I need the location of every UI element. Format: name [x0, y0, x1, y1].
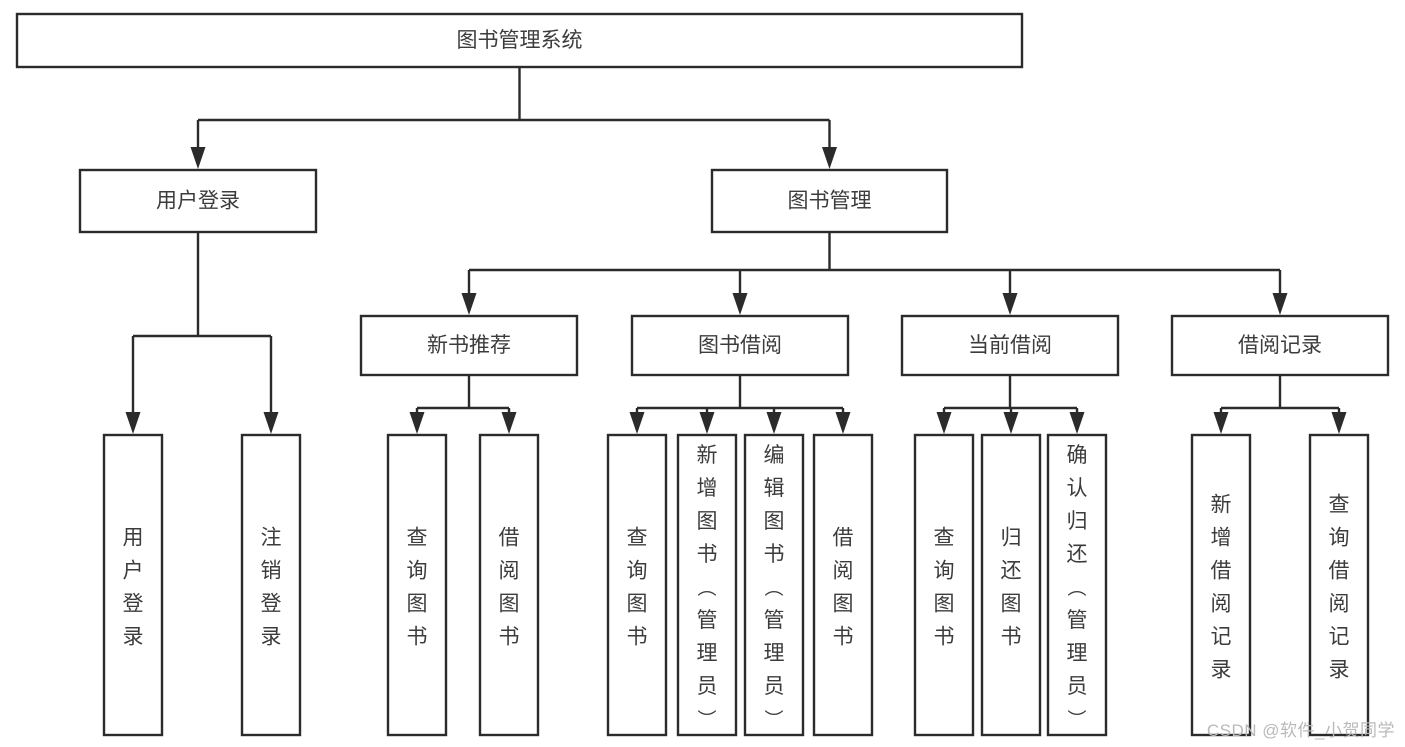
connector-borrow-record [1213, 375, 1347, 434]
arrow-head-icon [822, 147, 837, 169]
node-leaf-query-record[interactable]: 查询借阅记录 [1308, 433, 1370, 737]
connector-book-manage [461, 232, 1288, 315]
node-label: 查询图书 [934, 527, 955, 649]
node-label: 用户登录 [156, 190, 240, 213]
node-leaf-add-record[interactable]: 新增借阅记录 [1190, 433, 1252, 737]
node-label: 注销登录 [261, 527, 282, 649]
arrow-head-icon [699, 412, 715, 434]
node-box[interactable] [1190, 433, 1252, 737]
connector-root [190, 67, 837, 169]
node-borrow-record[interactable]: 借阅记录 [1170, 314, 1390, 377]
node-box[interactable] [1046, 433, 1108, 737]
node-box[interactable] [15, 12, 1024, 69]
node-label: 图书管理 [788, 190, 872, 213]
node-leaf-edit-book[interactable]: 编辑图书︵管理员︶ [743, 433, 805, 737]
node-label: 用户登录 [123, 527, 144, 649]
node-layer: 图书管理系统用户登录图书管理新书推荐图书借阅当前借阅借阅记录用户登录注销登录查询… [15, 12, 1390, 737]
node-box[interactable] [240, 433, 302, 737]
node-box[interactable] [630, 314, 850, 377]
arrow-head-icon [501, 412, 517, 434]
node-box[interactable] [1308, 433, 1370, 737]
node-box[interactable] [102, 433, 164, 737]
node-leaf-query-book-bb[interactable]: 查询图书 [606, 433, 668, 737]
arrow-head-icon [629, 412, 645, 434]
arrow-head-icon [1002, 293, 1018, 315]
node-label: 查询图书 [627, 527, 648, 649]
node-label: 借阅图书 [499, 527, 520, 649]
node-leaf-return-book[interactable]: 归还图书 [980, 433, 1042, 737]
arrow-head-icon [190, 147, 206, 169]
node-label: 当前借阅 [968, 334, 1052, 357]
node-label: 查询借阅记录 [1329, 494, 1350, 682]
node-label: 编辑图书︵管理员︶ [764, 444, 785, 731]
node-leaf-user-login[interactable]: 用户登录 [102, 433, 164, 737]
node-label: 借阅记录 [1238, 334, 1322, 357]
node-leaf-confirm-return[interactable]: 确认归还︵管理员︶ [1046, 433, 1108, 737]
node-box[interactable] [676, 433, 738, 737]
node-label: 新增借阅记录 [1211, 494, 1232, 682]
node-box[interactable] [812, 433, 874, 737]
node-box[interactable] [743, 433, 805, 737]
connector-user-login [125, 232, 279, 434]
connector-new-book-rec [409, 375, 517, 434]
node-label: 图书管理系统 [457, 29, 583, 52]
node-leaf-logout[interactable]: 注销登录 [240, 433, 302, 737]
node-leaf-add-book[interactable]: 新增图书︵管理员︶ [676, 433, 738, 737]
arrow-head-icon [1069, 412, 1085, 434]
node-book-manage[interactable]: 图书管理 [710, 168, 949, 234]
node-label: 新增图书︵管理员︶ [697, 444, 718, 731]
node-box[interactable] [478, 433, 540, 737]
arrow-head-icon [1331, 412, 1347, 434]
node-leaf-borrow-book-bb[interactable]: 借阅图书 [812, 433, 874, 737]
node-box[interactable] [900, 314, 1120, 377]
arrow-head-icon [1213, 412, 1229, 434]
arrow-head-icon [263, 412, 279, 434]
arrow-head-icon [125, 412, 141, 434]
connector-layer [125, 67, 1347, 434]
node-box[interactable] [913, 433, 975, 737]
arrow-head-icon [835, 412, 851, 434]
node-box[interactable] [359, 314, 579, 377]
node-root[interactable]: 图书管理系统 [15, 12, 1024, 69]
node-label: 借阅图书 [833, 527, 854, 649]
node-label: 查询图书 [407, 527, 428, 649]
arrow-head-icon [936, 412, 952, 434]
node-new-book-rec[interactable]: 新书推荐 [359, 314, 579, 377]
arrow-head-icon [461, 293, 477, 315]
arrow-head-icon [409, 412, 425, 434]
node-box[interactable] [606, 433, 668, 737]
arrow-head-icon [732, 293, 748, 315]
node-book-borrow[interactable]: 图书借阅 [630, 314, 850, 377]
node-label: 新书推荐 [427, 334, 511, 357]
node-box[interactable] [710, 168, 949, 234]
arrow-head-icon [766, 412, 782, 434]
node-leaf-borrow-book-rec[interactable]: 借阅图书 [478, 433, 540, 737]
arrow-head-icon [1003, 412, 1019, 434]
node-label: 归还图书 [1001, 527, 1022, 649]
node-current-borrow[interactable]: 当前借阅 [900, 314, 1120, 377]
node-box[interactable] [386, 433, 448, 737]
arrow-head-icon [1272, 293, 1288, 315]
node-label: 确认归还︵管理员︶ [1067, 444, 1088, 731]
node-box[interactable] [78, 168, 318, 234]
node-leaf-query-book-rec[interactable]: 查询图书 [386, 433, 448, 737]
connector-current-borrow [936, 375, 1085, 434]
node-user-login[interactable]: 用户登录 [78, 168, 318, 234]
node-label: 图书借阅 [698, 334, 782, 357]
node-box[interactable] [1170, 314, 1390, 377]
node-box[interactable] [980, 433, 1042, 737]
node-leaf-query-book-cb[interactable]: 查询图书 [913, 433, 975, 737]
connector-book-borrow [629, 375, 851, 434]
